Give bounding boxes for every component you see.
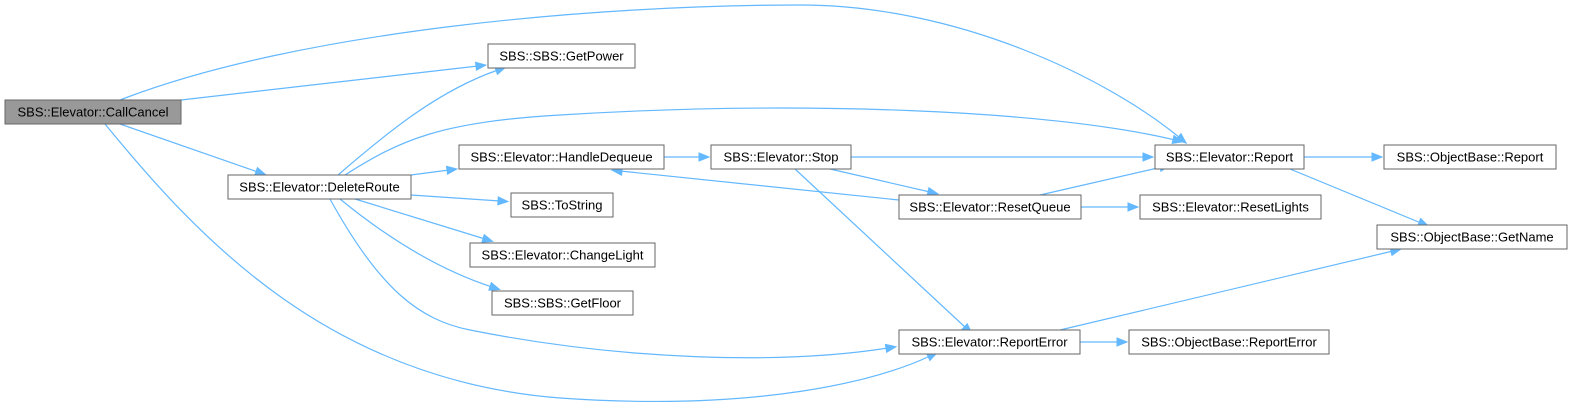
arrowhead [488,281,501,291]
node-box[interactable] [898,329,1081,355]
node-obreporterror[interactable]: SBS::ObjectBase::ReportError [1128,329,1330,355]
node-label: SBS::Elevator::Report [1166,150,1294,165]
edge-line [119,4,1181,139]
arrowhead [481,233,494,243]
node-getfloor[interactable]: SBS::SBS::GetFloor [491,290,634,316]
node-label: SBS::Elevator::Stop [724,150,839,165]
node-reporterror[interactable]: SBS::Elevator::ReportError [898,329,1081,355]
node-label: SBS::ObjectBase::GetName [1390,230,1553,245]
node-label: SBS::Elevator::HandleDequeue [470,150,652,165]
node-box[interactable] [4,99,182,125]
arrowhead [254,166,267,176]
edge-reporterror-to-obreporterror [1080,337,1129,347]
edge-report-to-obreport [1304,152,1384,162]
node-label: SBS::Elevator::ChangeLight [482,248,644,263]
arrowhead [474,61,488,71]
arrowhead [1116,337,1129,347]
node-getname[interactable]: SBS::ObjectBase::GetName [1376,224,1568,250]
edge-line [1059,250,1394,331]
edge-reporterror-to-getname [1059,246,1403,331]
edge-line [104,123,931,402]
arrowhead [884,343,898,354]
arrowhead [698,152,711,162]
edge-callcancel-to-reporterror [104,123,939,402]
node-tostring[interactable]: SBS::ToString [510,192,614,218]
node-getpower[interactable]: SBS::SBS::GetPower [487,43,636,69]
edge-line [329,198,889,359]
node-box[interactable] [227,174,412,200]
edge-line [354,198,486,240]
node-report[interactable]: SBS::Elevator::Report [1154,144,1305,170]
node-obreport[interactable]: SBS::ObjectBase::Report [1383,144,1557,170]
node-stop[interactable]: SBS::Elevator::Stop [710,144,852,170]
node-label: SBS::Elevator::ResetQueue [909,200,1070,215]
edge-resetqueue-to-handledequeue [610,166,900,201]
edge-line [794,168,967,329]
edge-deleteroute-to-handledequeue [410,165,459,176]
node-box[interactable] [1139,194,1322,220]
edge-deleteroute-to-report [344,107,1185,176]
node-box[interactable] [898,194,1082,220]
node-label: SBS::ToString [522,198,603,213]
edge-callcancel-to-report [119,4,1188,144]
arrowhead [926,186,940,197]
node-label: SBS::Elevator::DeleteRoute [239,180,399,195]
node-box[interactable] [710,144,852,170]
edge-deleteroute-to-changelight [354,198,494,243]
edge-deleteroute-to-getfloor [339,198,501,291]
node-box[interactable] [510,192,614,218]
node-box[interactable] [491,290,634,316]
edge-line [1289,168,1422,224]
node-box[interactable] [1383,144,1557,170]
node-label: SBS::ObjectBase::Report [1397,150,1544,165]
edge-line [829,168,931,193]
edge-stop-to-resetqueue [829,168,940,197]
node-handledequeue[interactable]: SBS::Elevator::HandleDequeue [458,144,665,170]
edge-line [339,198,493,288]
edge-stop-to-reporterror [794,168,973,335]
arrowhead [497,196,510,206]
node-label: SBS::ObjectBase::ReportError [1141,335,1317,350]
node-box[interactable] [1154,144,1305,170]
arrowhead [1171,134,1185,145]
node-label: SBS::SBS::GetPower [499,49,624,64]
node-changelight[interactable]: SBS::Elevator::ChangeLight [469,242,656,268]
node-label: SBS::Elevator::ReportError [911,335,1068,350]
edge-handledequeue-to-stop [664,152,711,162]
node-box[interactable] [1376,224,1568,250]
node-label: SBS::Elevator::CallCancel [17,105,168,120]
edge-line [410,169,450,176]
edge-line [119,123,259,173]
node-resetqueue[interactable]: SBS::Elevator::ResetQueue [898,194,1082,220]
node-box[interactable] [487,43,636,69]
edge-deleteroute-to-reporterror [329,198,898,359]
edge-deleteroute-to-tostring [410,194,510,206]
node-box[interactable] [469,242,656,268]
node-resetlights[interactable]: SBS::Elevator::ResetLights [1139,194,1322,220]
edge-stop-to-report [851,152,1155,162]
edge-line [344,107,1176,176]
node-box[interactable] [1128,329,1330,355]
edge-line [619,170,900,201]
node-box[interactable] [458,144,665,170]
node-callcancel[interactable]: SBS::Elevator::CallCancel [4,99,182,125]
arrowhead [445,165,459,176]
node-deleteroute[interactable]: SBS::Elevator::DeleteRoute [227,174,412,200]
edge-callcancel-to-getpower [180,61,488,101]
node-label: SBS::Elevator::ResetLights [1152,200,1309,215]
nodes-layer: SBS::Elevator::CallCancel SBS::SBS::GetPo… [4,43,1568,355]
edge-line [410,194,501,202]
edge-resetqueue-to-report [1039,162,1172,196]
edge-resetqueue-to-resetlights [1081,202,1140,212]
edges-layer [104,4,1430,402]
arrowhead [1371,152,1384,162]
edge-line [1039,166,1163,196]
arrowhead [1142,152,1155,162]
edge-line [337,69,499,176]
node-label: SBS::SBS::GetFloor [504,296,622,311]
edge-line [180,65,479,101]
arrowhead [1127,202,1140,212]
